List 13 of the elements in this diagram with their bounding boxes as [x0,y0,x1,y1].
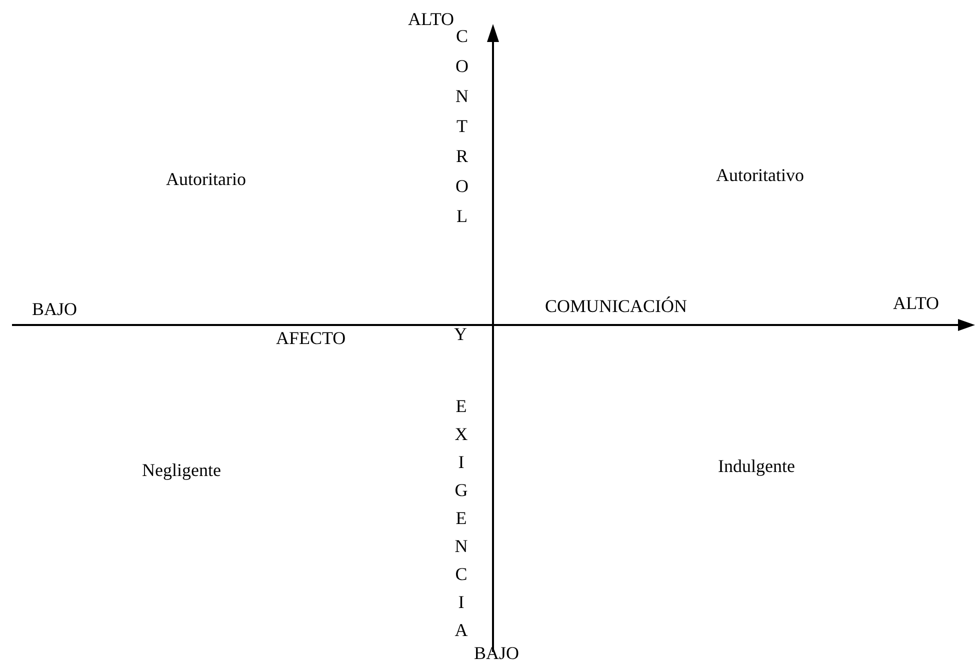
label: ALTO [408,8,454,31]
vertical-axis-label: CONTROL [454,25,470,228]
label: COMUNICACIÓN [545,295,688,318]
label: ALTO [893,292,940,315]
label: Negligente [142,459,221,482]
label: BAJO [474,642,520,665]
label: BAJO [32,298,78,321]
label: Autoritativo [716,164,804,187]
label: Autoritario [166,168,246,191]
label: Indulgente [718,455,795,478]
vertical-axis-label: EXIGENCIA [454,395,468,642]
label: Y [454,323,467,346]
label: AFECTO [276,327,346,350]
